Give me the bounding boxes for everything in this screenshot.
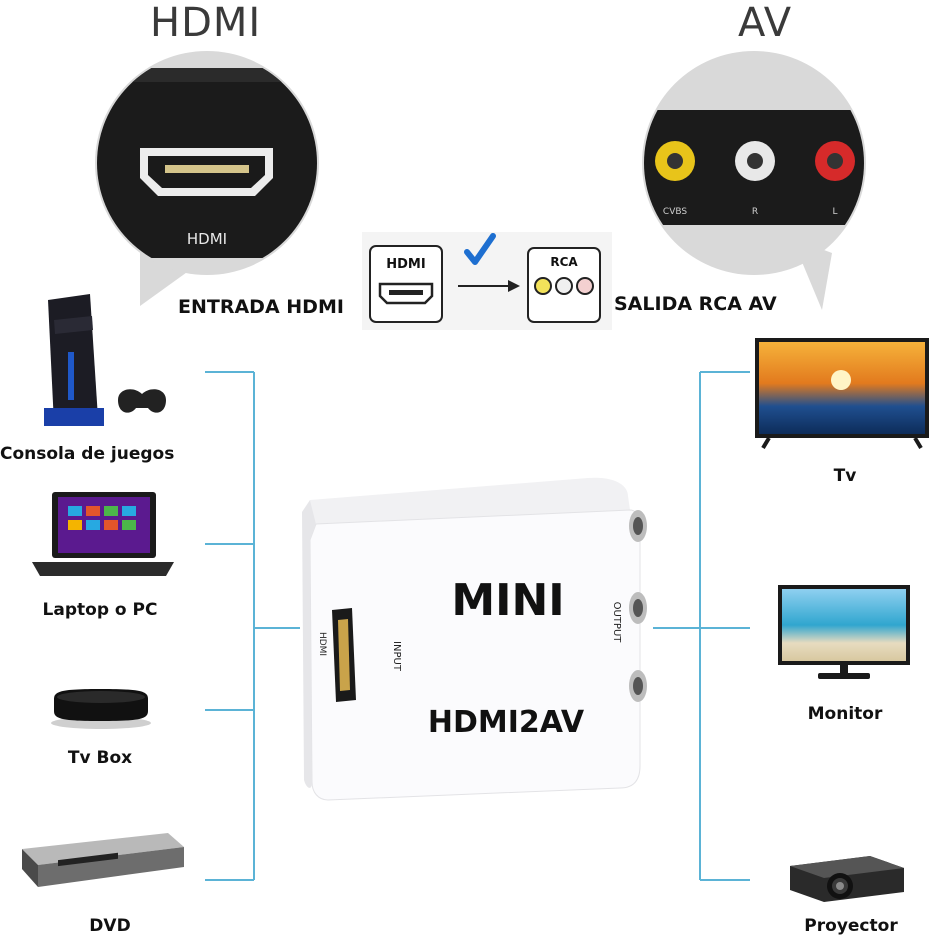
- hdmi-port-label: HDMI: [187, 230, 227, 248]
- av-heading: AV: [738, 0, 793, 46]
- av-label-cvbs: CVBS: [663, 207, 687, 217]
- monitor-icon: [778, 585, 910, 679]
- device-brand: MINI: [451, 575, 564, 626]
- rca-icon-text: RCA: [550, 255, 578, 269]
- game-console-icon: [44, 294, 166, 426]
- output-label-tv: Tv: [833, 466, 857, 486]
- av-port-bubble: CVBS R L: [642, 51, 866, 310]
- output-label-projector: Proyector: [804, 916, 898, 936]
- device-output-text: OUTPUT: [611, 602, 622, 644]
- laptop-icon: [32, 492, 174, 576]
- av-label-r: R: [752, 207, 758, 217]
- input-label: ENTRADA HDMI: [178, 296, 344, 318]
- device-model: HDMI2AV: [428, 705, 585, 740]
- av-label-l: L: [832, 207, 837, 217]
- check-icon: [464, 233, 496, 265]
- device-input-text: INPUT: [391, 641, 402, 672]
- hdmi2av-converter-device: MINI HDMI2AV HDMI INPUT OUTPUT: [302, 477, 647, 801]
- conversion-diagram: HDMI RCA: [362, 232, 612, 330]
- hdmi-port-bubble: HDMI: [95, 51, 319, 306]
- tv-box-icon: [51, 689, 151, 729]
- device-hdmi-port-text: HDMI: [317, 632, 327, 656]
- source-label-game-console: Consola de juegos: [0, 444, 175, 464]
- hdmi-heading: HDMI: [150, 0, 262, 46]
- hdmi-icon-text: HDMI: [386, 257, 425, 272]
- source-label-tv-box: Tv Box: [67, 748, 133, 768]
- source-label-dvd: DVD: [89, 916, 131, 936]
- output-label-monitor: Monitor: [807, 704, 883, 724]
- output-label: SALIDA RCA AV: [614, 293, 777, 315]
- projector-icon: [790, 856, 904, 902]
- tv-icon: [755, 338, 929, 450]
- dvd-player-icon: [22, 833, 184, 887]
- arrow-right-icon: [508, 280, 520, 292]
- source-label-laptop: Laptop o PC: [42, 600, 158, 620]
